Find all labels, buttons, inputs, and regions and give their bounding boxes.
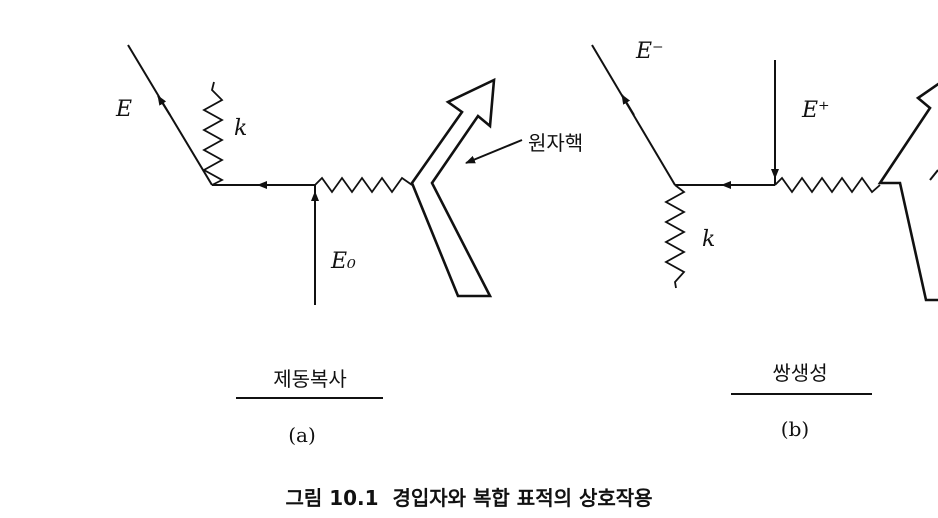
label-Eplus: E⁺ — [801, 98, 830, 123]
electron-out-arrow — [157, 95, 171, 116]
label-Eminus: E⁻ — [635, 39, 664, 64]
panel-a: E k E₀ 원자핵 제동복사 (a) — [115, 44, 583, 447]
label-k-b: k — [702, 227, 715, 252]
figure-caption: 그림 10.1 경입자와 복합 표적의 상호작용 — [285, 486, 652, 510]
electron-minus-arrow — [621, 94, 635, 116]
label-k-a: k — [234, 116, 247, 141]
virtual-photon-b-zigzag — [774, 176, 881, 194]
photon-k-b-zigzag — [664, 184, 686, 289]
title-a: 제동복사 — [273, 367, 347, 391]
sub-b: (b) — [781, 417, 809, 441]
label-E: E — [115, 97, 132, 122]
photon-k-zigzag — [202, 81, 224, 186]
nucleus-b-shape — [877, 82, 938, 302]
nucleus-arrow-shape — [410, 77, 496, 298]
title-b: 쌍생성 — [772, 361, 827, 385]
virtual-photon-zigzag — [314, 176, 413, 194]
nucleus-pointer — [465, 139, 523, 164]
panel-b: E⁻ E⁺ k 쌍생성 (b) — [591, 39, 938, 441]
label-E0: E₀ — [330, 249, 356, 274]
nucleus-b-inner-stroke — [929, 169, 938, 181]
sub-a: (a) — [288, 423, 316, 447]
label-nucleus: 원자핵 — [528, 131, 583, 155]
